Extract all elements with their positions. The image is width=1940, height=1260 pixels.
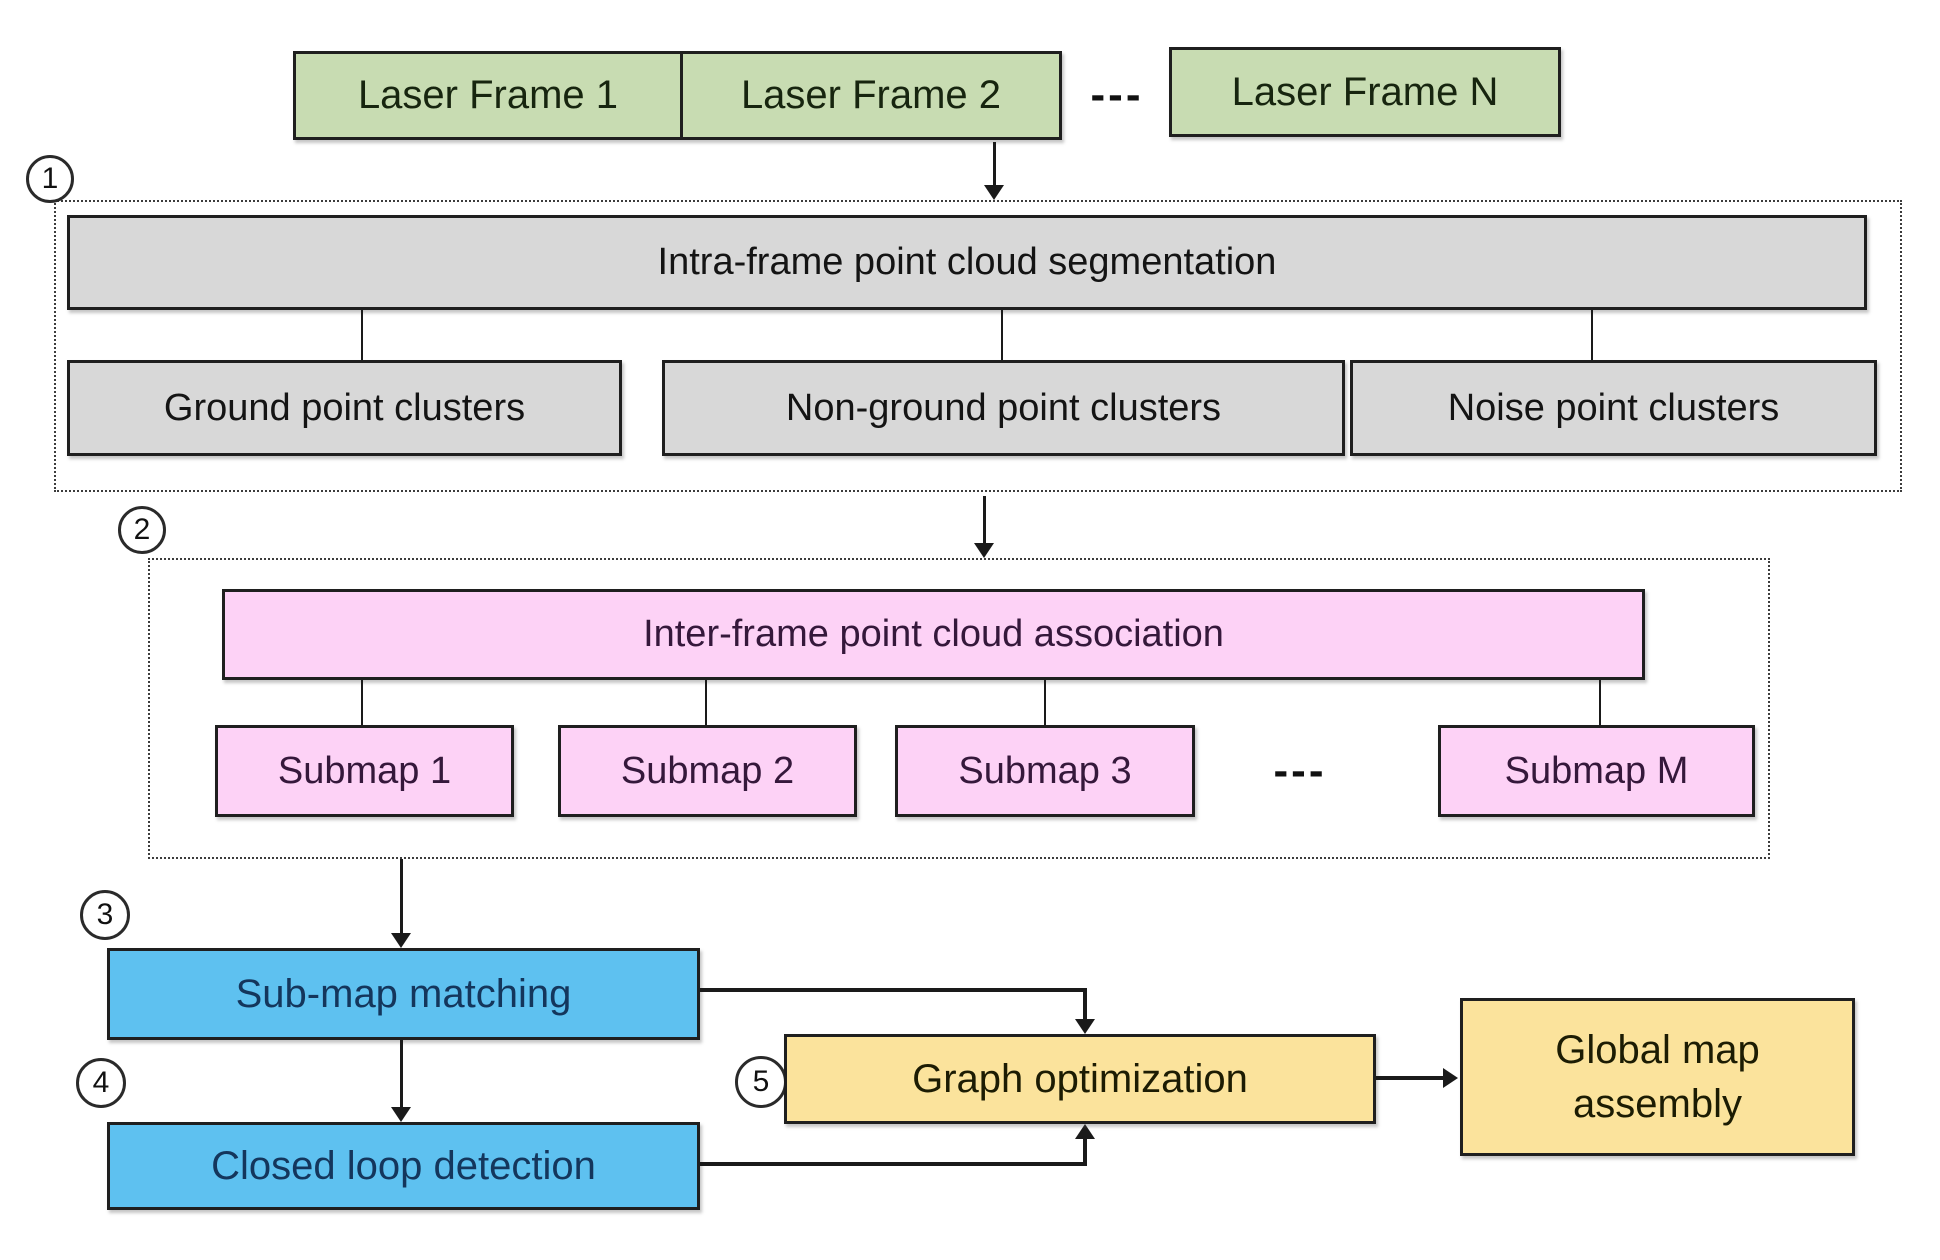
submap3-label: Submap 3 <box>958 749 1132 792</box>
section2-number: 2 <box>133 513 151 546</box>
connector-submap2 <box>705 680 707 725</box>
submap1-box: Submap 1 <box>215 725 514 817</box>
step3-number-badge: 3 <box>80 890 130 940</box>
section2-container <box>148 558 1770 859</box>
arrow-s5-to-output-head <box>1443 1068 1458 1088</box>
arrow-s3-to-s4-head <box>391 1107 411 1122</box>
submap2-box: Submap 2 <box>558 725 857 817</box>
arrow-frames-to-s1-line <box>993 142 996 188</box>
step5-number-badge: 5 <box>735 1056 787 1108</box>
arrow-s2-to-s3-head <box>391 933 411 948</box>
connector-nonground <box>1001 310 1003 360</box>
arrow-s2-to-s3-line <box>400 859 403 936</box>
graph-optimization-label: Graph optimization <box>912 1057 1248 1101</box>
connector-submap3 <box>1044 680 1046 725</box>
feed-loop-hline <box>700 1162 1087 1166</box>
section2-number-badge: 2 <box>118 506 166 554</box>
inter-frame-association-box: Inter-frame point cloud association <box>222 589 1645 680</box>
submap-matching-box: Sub-map matching <box>107 948 700 1040</box>
laser-frame-2-label: Laser Frame 2 <box>740 73 1002 117</box>
submapM-box: Submap M <box>1438 725 1755 817</box>
arrow-s3-to-s4-line <box>400 1040 403 1110</box>
feed-loop-head <box>1075 1124 1095 1139</box>
global-map-assembly-box: Global map assembly <box>1460 998 1855 1156</box>
noise-clusters-label: Noise point clusters <box>1447 386 1780 429</box>
inter-frame-association-label: Inter-frame point cloud association <box>643 613 1224 655</box>
step4-number: 4 <box>92 1066 110 1099</box>
laser-frame-1-label: Laser Frame 1 <box>357 73 619 117</box>
connector-noise <box>1591 310 1593 360</box>
connector-submapM <box>1599 680 1601 725</box>
intra-frame-segmentation-label: Intra-frame point cloud segmentation <box>657 241 1277 283</box>
step3-number: 3 <box>96 898 114 931</box>
submap1-label: Submap 1 <box>277 749 452 792</box>
noise-clusters-box: Noise point clusters <box>1350 360 1877 456</box>
section1-number-badge: 1 <box>26 155 74 203</box>
closed-loop-detection-box: Closed loop detection <box>107 1122 700 1210</box>
submapM-label: Submap M <box>1504 749 1689 792</box>
step4-number-badge: 4 <box>76 1058 126 1108</box>
connector-ground <box>361 310 363 360</box>
connector-submap1 <box>361 680 363 725</box>
feed-loop-vline <box>1083 1136 1087 1166</box>
feed-matching-head <box>1075 1019 1095 1034</box>
frames-ellipsis: --- <box>1090 70 1144 119</box>
closed-loop-detection-label: Closed loop detection <box>211 1143 596 1188</box>
nonground-clusters-label: Non-ground point clusters <box>785 386 1222 429</box>
section1-container <box>54 200 1902 492</box>
laser-frame-group: Laser Frame 1 Laser Frame 2 <box>293 51 1062 140</box>
arrow-s1-to-s2-line <box>983 496 986 546</box>
section1-number: 1 <box>41 162 59 195</box>
step5-number: 5 <box>752 1065 770 1098</box>
ground-clusters-box: Ground point clusters <box>67 360 622 456</box>
arrow-frames-to-s1-head <box>984 185 1004 200</box>
arrow-s1-to-s2-head <box>974 543 994 558</box>
arrow-s5-to-output-line <box>1376 1076 1446 1080</box>
laser-frame-n-box: Laser Frame N <box>1169 47 1561 137</box>
global-map-assembly-label: Global map assembly <box>1555 1028 1760 1126</box>
submap-matching-label: Sub-map matching <box>235 971 572 1016</box>
intra-frame-segmentation-box: Intra-frame point cloud segmentation <box>67 215 1867 310</box>
laser-frame-1-box: Laser Frame 1 <box>296 54 680 137</box>
submaps-ellipsis: --- <box>1273 746 1327 795</box>
laser-frame-n-label: Laser Frame N <box>1231 69 1499 114</box>
submap3-box: Submap 3 <box>895 725 1195 817</box>
feed-matching-vline <box>1083 988 1087 1022</box>
ground-clusters-label: Ground point clusters <box>163 386 526 429</box>
laser-frame-2-box: Laser Frame 2 <box>680 54 1059 137</box>
graph-optimization-box: Graph optimization <box>784 1034 1376 1124</box>
submap2-label: Submap 2 <box>620 749 795 792</box>
nonground-clusters-box: Non-ground point clusters <box>662 360 1345 456</box>
feed-matching-hline <box>700 988 1087 992</box>
